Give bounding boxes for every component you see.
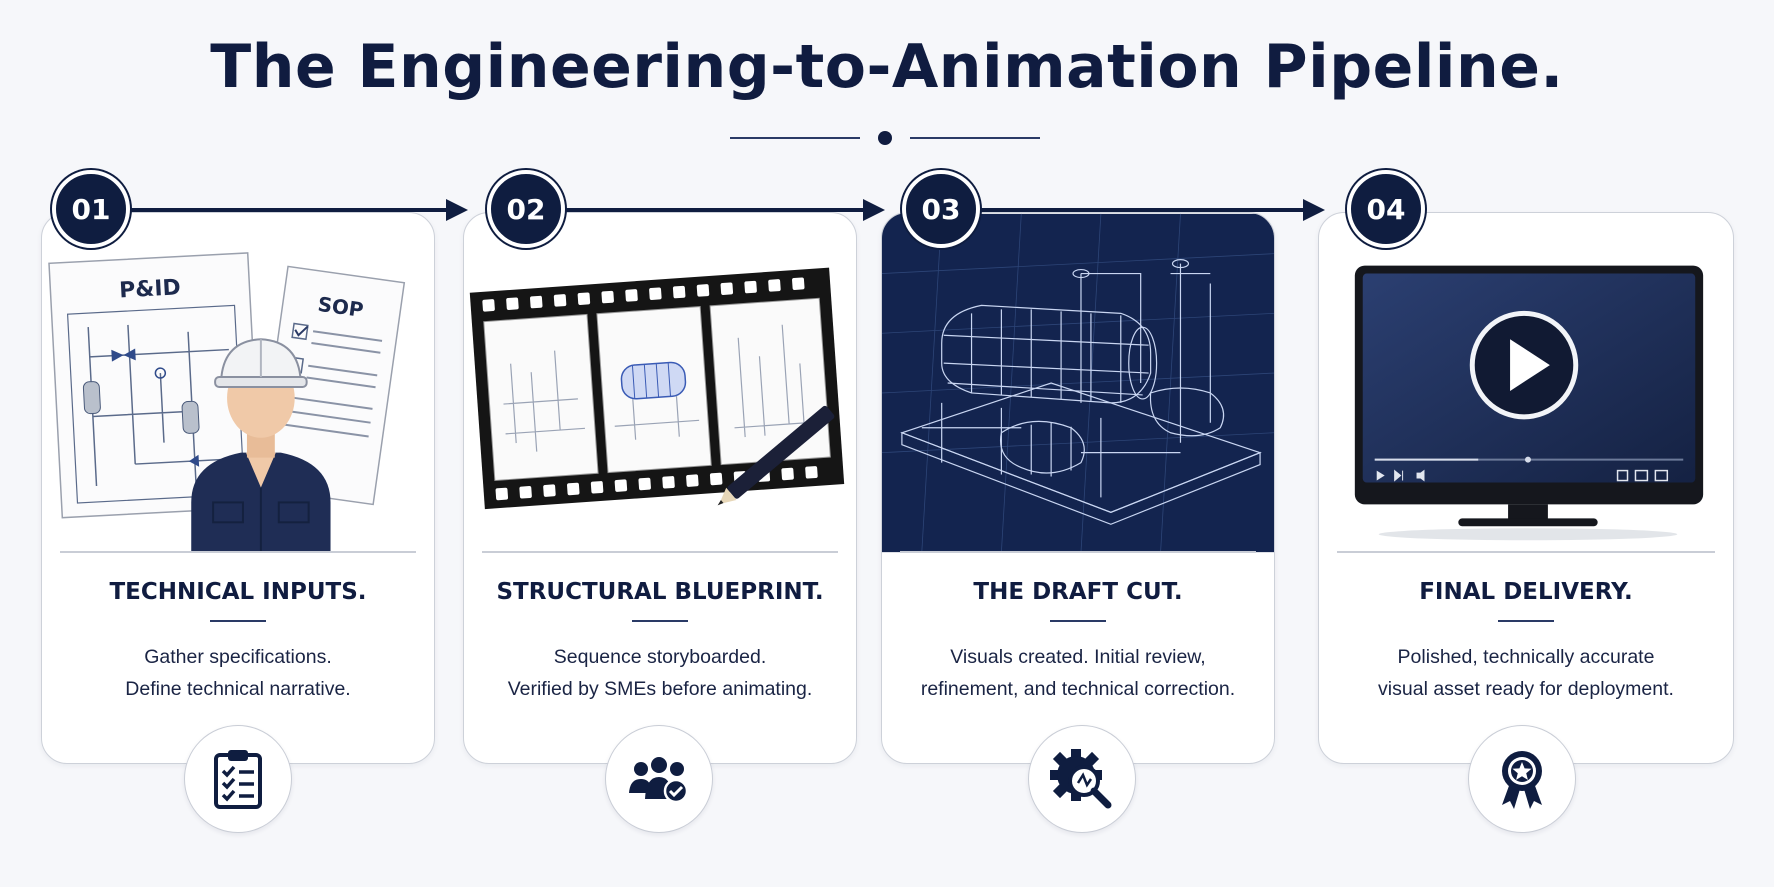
title-underline xyxy=(210,620,266,622)
step-number-badge: 02 xyxy=(487,170,565,248)
step-description-line: Gather specifications. xyxy=(144,646,332,668)
step-description-line: refinement, and technical correction. xyxy=(920,678,1236,700)
storyboard-filmstrip-illustration xyxy=(464,213,856,553)
step-description-line: Polished, technically accurate xyxy=(1397,646,1655,668)
title-ornament xyxy=(730,131,1040,145)
step-icon-circle xyxy=(184,725,292,833)
step-description-line: Define technical narrative. xyxy=(125,678,351,700)
step-description: Polished, technically accurate visual as… xyxy=(1329,641,1723,705)
step-description: Gather specifications. Define technical … xyxy=(52,641,424,705)
step-title: TECHNICAL INPUTS. xyxy=(109,579,367,605)
step-description: Visuals created. Initial review, refinem… xyxy=(892,641,1264,705)
title-underline xyxy=(1050,620,1106,622)
title-underline xyxy=(1498,620,1554,622)
award-ribbon-icon xyxy=(1502,751,1542,809)
step-icon-circle xyxy=(1028,725,1136,833)
step-description-line: Sequence storyboarded. xyxy=(553,646,767,668)
step-card-3: THE DRAFT CUT. Visuals created. Initial … xyxy=(881,212,1275,764)
card-divider xyxy=(1337,551,1715,553)
step-description-line: Visuals created. Initial review, xyxy=(950,646,1206,668)
connector-arrow-2 xyxy=(565,199,885,221)
step-description: Sequence storyboarded. Verified by SMEs … xyxy=(474,641,846,705)
step-icon-circle xyxy=(1468,725,1576,833)
step-number-badge: 03 xyxy=(902,170,980,248)
pid-doc-label: P&ID xyxy=(119,275,182,303)
clipboard-checklist-icon xyxy=(214,750,262,809)
step-card-4: FINAL DELIVERY. Polished, technically ac… xyxy=(1318,212,1734,764)
step-title: THE DRAFT CUT. xyxy=(973,579,1183,605)
card-divider xyxy=(60,551,416,553)
connector-arrow-1 xyxy=(128,199,468,221)
title-underline xyxy=(632,620,688,622)
monitor-video-illustration xyxy=(1319,213,1733,553)
card-divider xyxy=(900,551,1256,553)
step-card-2: STRUCTURAL BLUEPRINT. Sequence storyboar… xyxy=(463,212,857,764)
step-number-badge: 04 xyxy=(1347,170,1425,248)
wireframe-model-illustration xyxy=(882,213,1274,553)
card-divider xyxy=(482,551,838,553)
step-title: FINAL DELIVERY. xyxy=(1419,579,1633,605)
step-description-line: visual asset ready for deployment. xyxy=(1378,678,1674,700)
step-title: STRUCTURAL BLUEPRINT. xyxy=(496,579,824,605)
step-description-line: Verified by SMEs before animating. xyxy=(507,678,813,700)
page-title: The Engineering-to-Animation Pipeline. xyxy=(210,32,1564,102)
team-check-icon xyxy=(629,757,689,804)
step-number-badge: 01 xyxy=(52,170,130,248)
technical-inputs-illustration: P&ID SOP xyxy=(42,213,434,553)
step-card-1: P&ID SOP xyxy=(41,212,435,764)
connector-arrow-3 xyxy=(980,199,1325,221)
gear-magnifier-icon xyxy=(1050,749,1112,809)
step-icon-circle xyxy=(605,725,713,833)
